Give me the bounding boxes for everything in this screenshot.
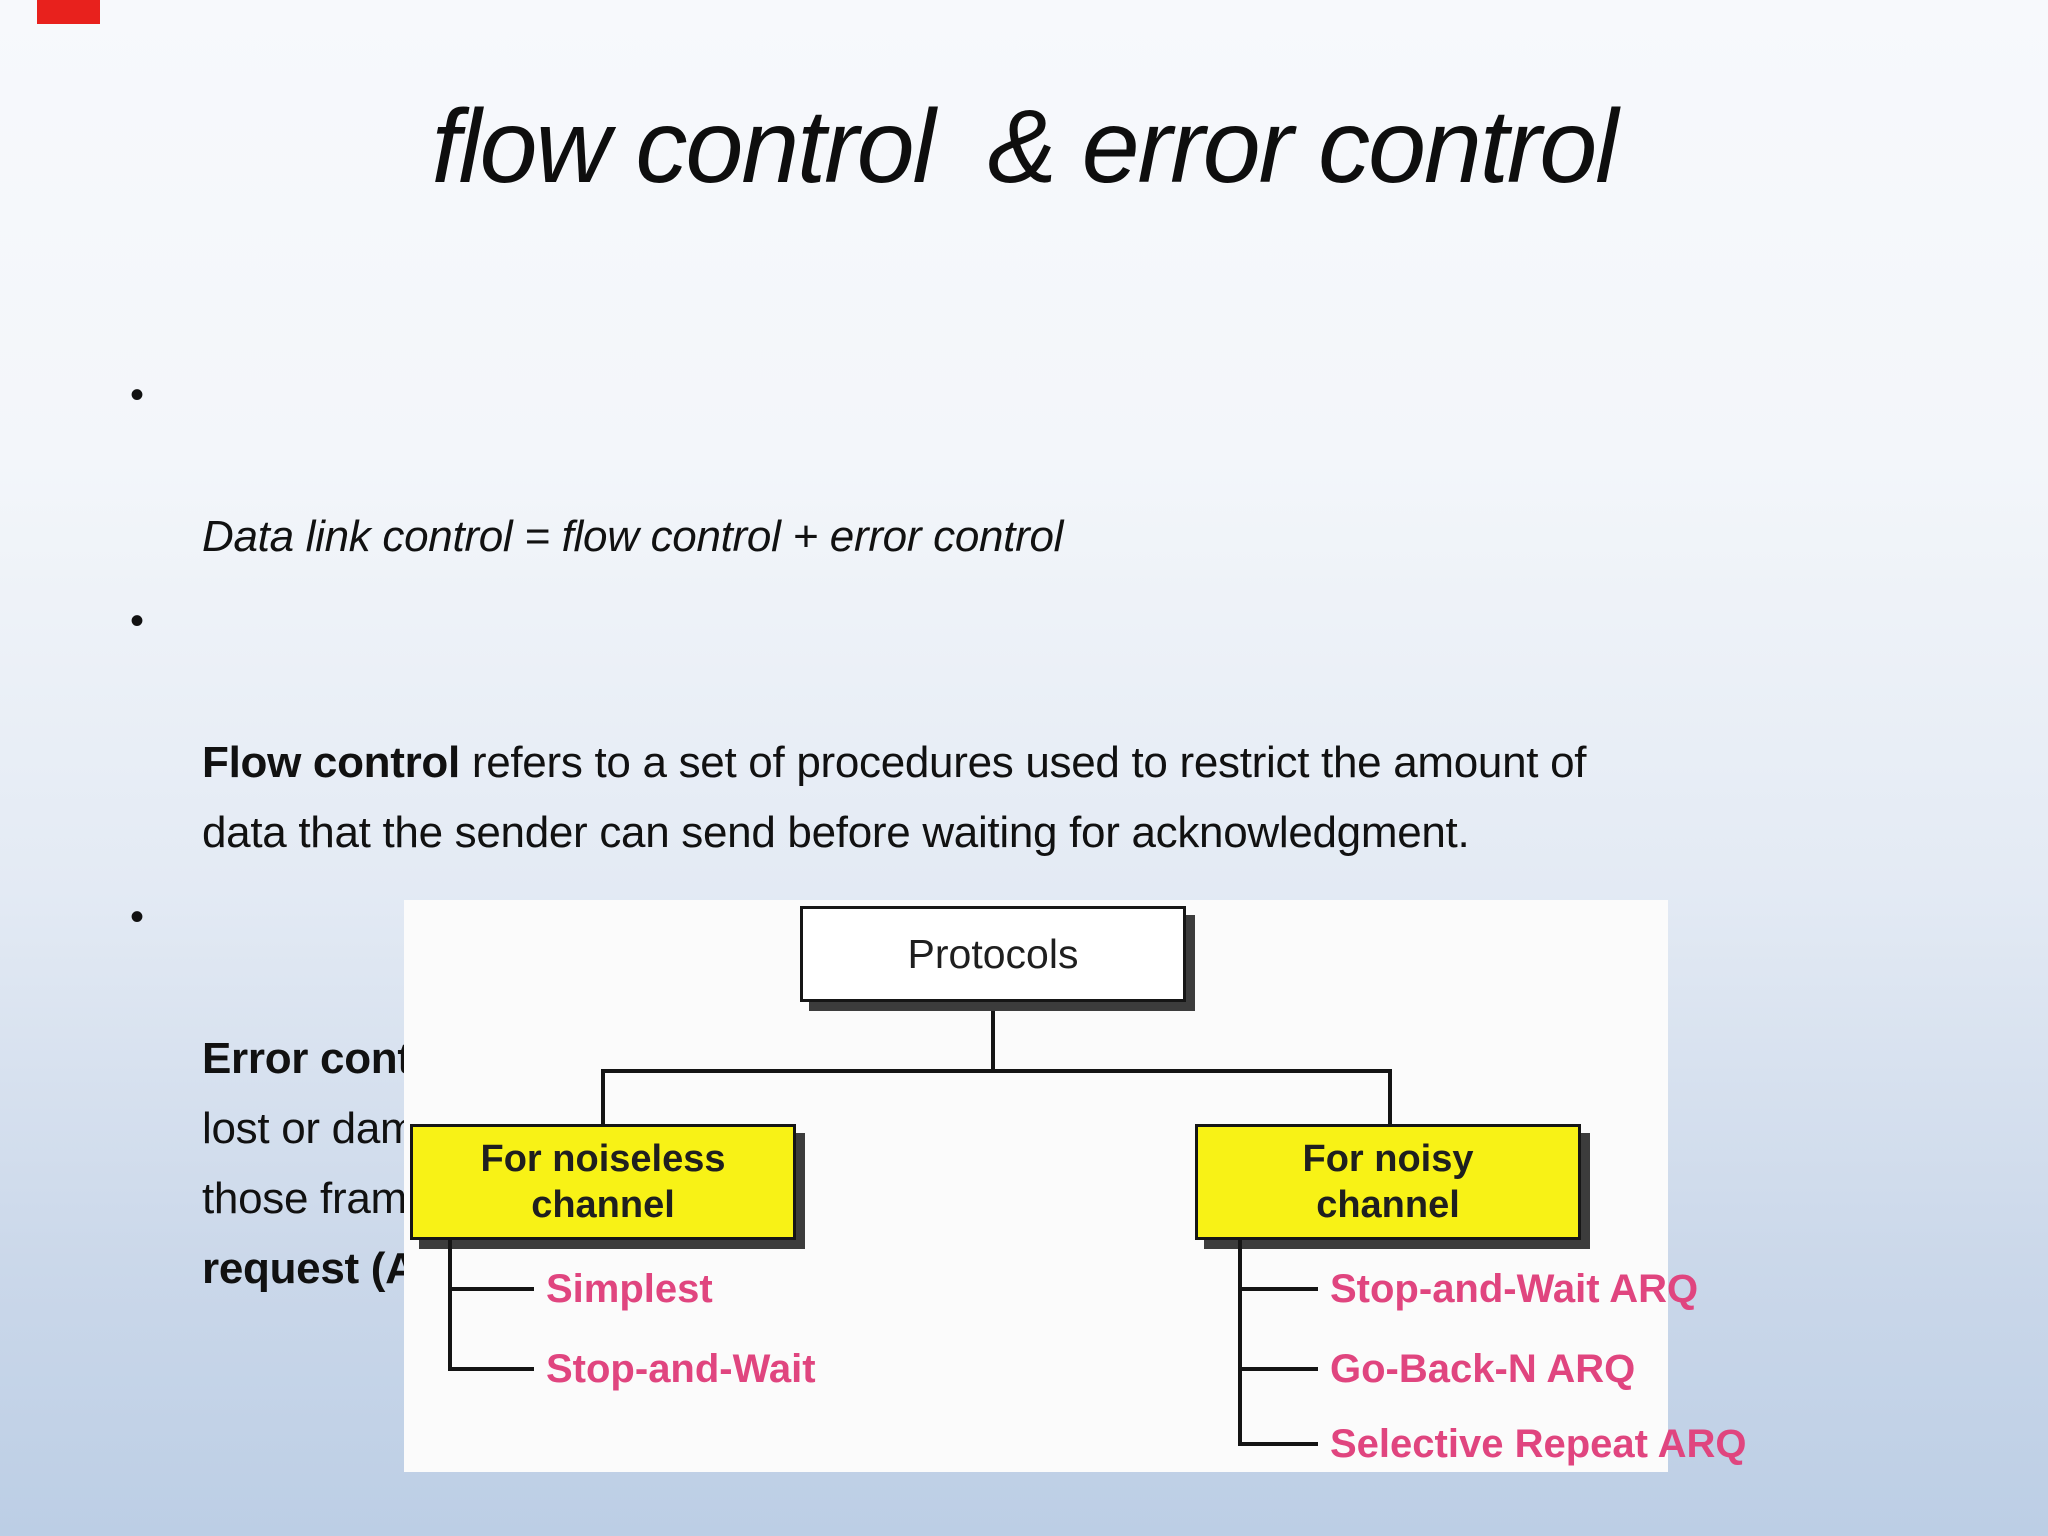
diagram-leaf-go-back-n-arq: Go-Back-N ARQ	[1330, 1347, 1636, 1391]
connector-tick-stop-and-wait-arq	[1238, 1287, 1318, 1291]
bullet-marker: •	[130, 373, 144, 417]
diagram-node-noisy-label: For noisy channel	[1302, 1138, 1474, 1226]
diagram-leaf-stop-and-wait-arq: Stop-and-Wait ARQ	[1330, 1267, 1699, 1311]
red-marker	[37, 0, 100, 24]
connector-tick-stop-and-wait	[448, 1367, 534, 1371]
diagram-node-protocols: Protocols	[800, 906, 1186, 1002]
diagram-leaf-simplest: Simplest	[546, 1267, 713, 1311]
bullet-text-flow-control-bold: Flow control	[202, 738, 460, 787]
bullet-marker: •	[130, 895, 144, 939]
connector-line-right-drop	[1388, 1069, 1392, 1124]
connector-line-noiseless-spine	[448, 1240, 452, 1371]
connector-tick-go-back-n-arq	[1238, 1367, 1318, 1371]
diagram-leaf-selective-repeat-arq: Selective Repeat ARQ	[1330, 1422, 1747, 1466]
bullet-text-flow-control-rest: refers to a set of procedures used to re…	[202, 738, 1587, 857]
connector-tick-simplest	[448, 1287, 534, 1291]
bullet-marker: •	[130, 599, 144, 643]
slide-title: flow control & error control	[431, 89, 1619, 205]
connector-line-noisy-spine	[1238, 1240, 1242, 1446]
diagram-node-noisy-channel: For noisy channel	[1195, 1124, 1581, 1240]
diagram-node-protocols-label: Protocols	[907, 930, 1079, 977]
bullet-item-flow-control: • Flow control refers to a set of proced…	[130, 588, 1896, 868]
diagram-node-noiseless-label: For noiseless channel	[480, 1138, 726, 1226]
connector-line-left-drop	[601, 1069, 605, 1124]
protocol-diagram: Protocols For noiseless channel For nois…	[404, 900, 1746, 1472]
connector-line-root-stub	[991, 1002, 995, 1073]
connector-line-horizontal	[601, 1069, 1392, 1073]
diagram-leaf-stop-and-wait: Stop-and-Wait	[546, 1347, 816, 1391]
bullet-text-data-link: Data link control = flow control + error…	[202, 512, 1064, 561]
connector-tick-selective-repeat-arq	[1238, 1442, 1318, 1446]
diagram-node-noiseless-channel: For noiseless channel	[410, 1124, 796, 1240]
bullet-item-data-link: • Data link control = flow control + err…	[130, 362, 1896, 572]
